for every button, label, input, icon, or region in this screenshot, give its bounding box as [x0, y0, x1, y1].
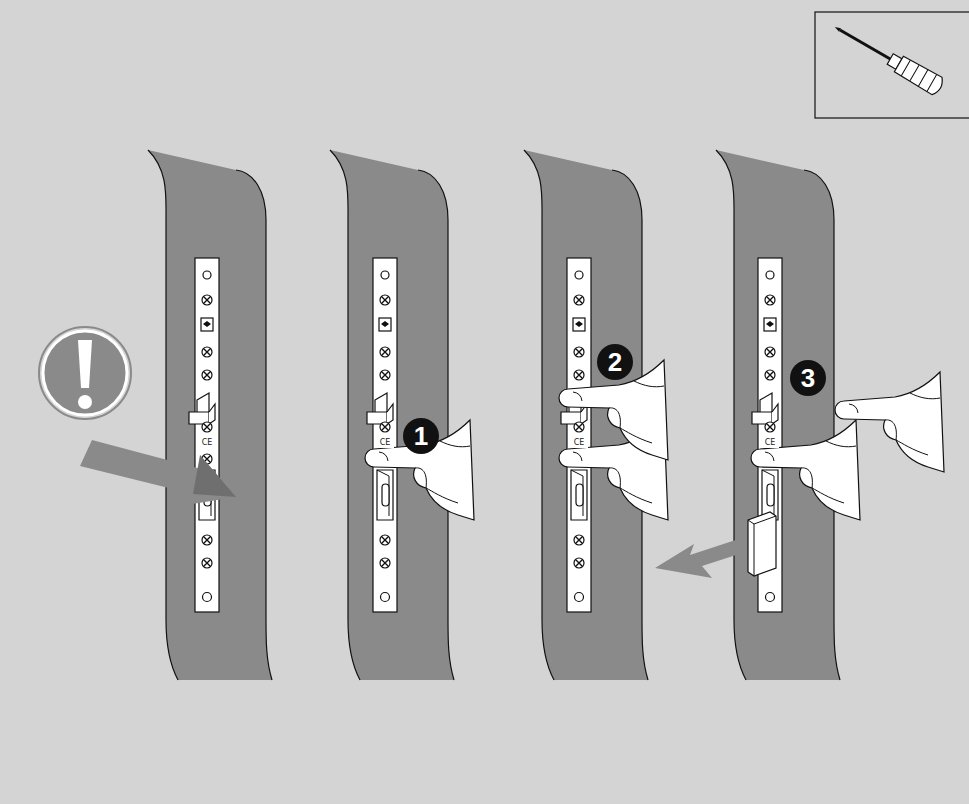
hand — [835, 372, 944, 472]
door-edge — [330, 150, 454, 680]
ce-mark: CE — [761, 438, 779, 448]
callout-disc — [403, 418, 439, 454]
callout-disc — [790, 360, 826, 396]
callout-number: 1 — [403, 418, 439, 454]
door-edge — [716, 150, 840, 680]
lock-plate — [189, 258, 219, 612]
callout-disc — [597, 344, 633, 380]
tool-icon — [815, 12, 969, 118]
lock-plate — [367, 258, 397, 612]
callout-number: 3 — [790, 360, 826, 396]
warning-icon — [39, 327, 236, 506]
ce-mark: CE — [376, 438, 394, 448]
ce-mark: CE — [198, 438, 216, 448]
lock-plate — [561, 258, 591, 612]
ce-mark: CE — [570, 438, 588, 448]
removed-keeper — [748, 512, 776, 576]
door-edge — [148, 150, 272, 680]
hand — [751, 420, 860, 520]
callout-number: 2 — [597, 344, 633, 380]
